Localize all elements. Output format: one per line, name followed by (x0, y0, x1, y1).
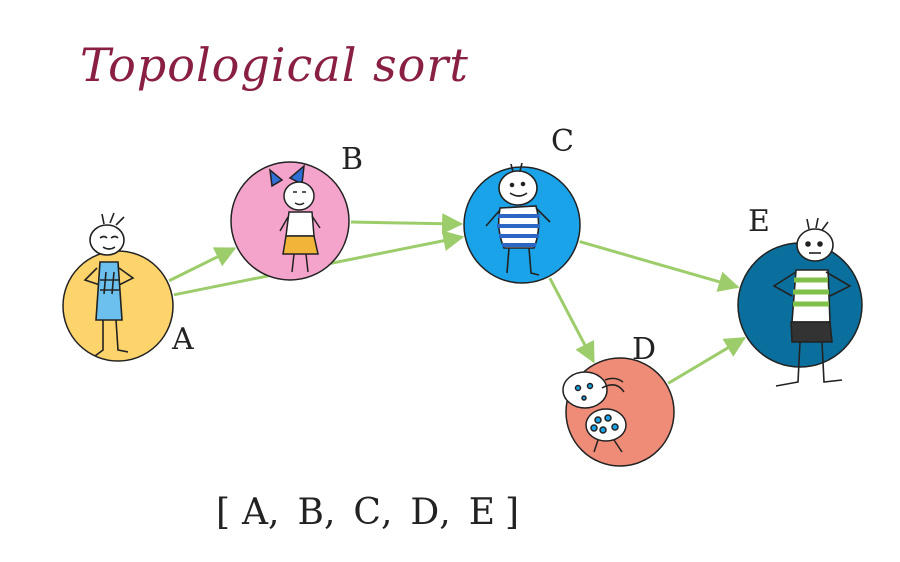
order-item: D (410, 492, 440, 533)
node-a (62, 212, 174, 362)
node-b-label: B (341, 142, 364, 177)
order-comma: , (323, 492, 336, 533)
order-comma: , (439, 492, 451, 533)
node-d-label: D (632, 332, 657, 367)
node-e (737, 217, 863, 387)
order-item: A (242, 492, 269, 533)
order-close-bracket: ] (505, 492, 520, 533)
edge-c-e (579, 240, 740, 292)
stick-figure-a-icon (83, 212, 135, 357)
stick-figure-c-icon (485, 162, 551, 276)
stick-figure-e-icon (772, 217, 852, 387)
diagram-title: Topological sort (80, 38, 469, 92)
order-comma: , (268, 492, 280, 533)
edge-b-c (350, 213, 464, 235)
edge-d-e (667, 336, 746, 385)
node-e-label: E (748, 204, 770, 239)
edge-a-b (168, 247, 237, 283)
order-comma: , (380, 492, 393, 533)
sorted-order: [ A , B , C , D , E ] (216, 492, 519, 533)
order-item: C (353, 492, 381, 533)
order-open-bracket: [ (216, 492, 231, 533)
node-c (463, 162, 581, 284)
stick-figure-d-icon (562, 371, 627, 453)
edge-c-d (548, 277, 595, 364)
node-a-label: A (172, 322, 194, 357)
node-d (562, 357, 675, 467)
node-c-label: C (551, 124, 574, 159)
node-b (230, 161, 350, 281)
stick-figure-b-icon (269, 164, 321, 273)
order-item: E (468, 492, 496, 533)
order-item: B (297, 492, 324, 533)
